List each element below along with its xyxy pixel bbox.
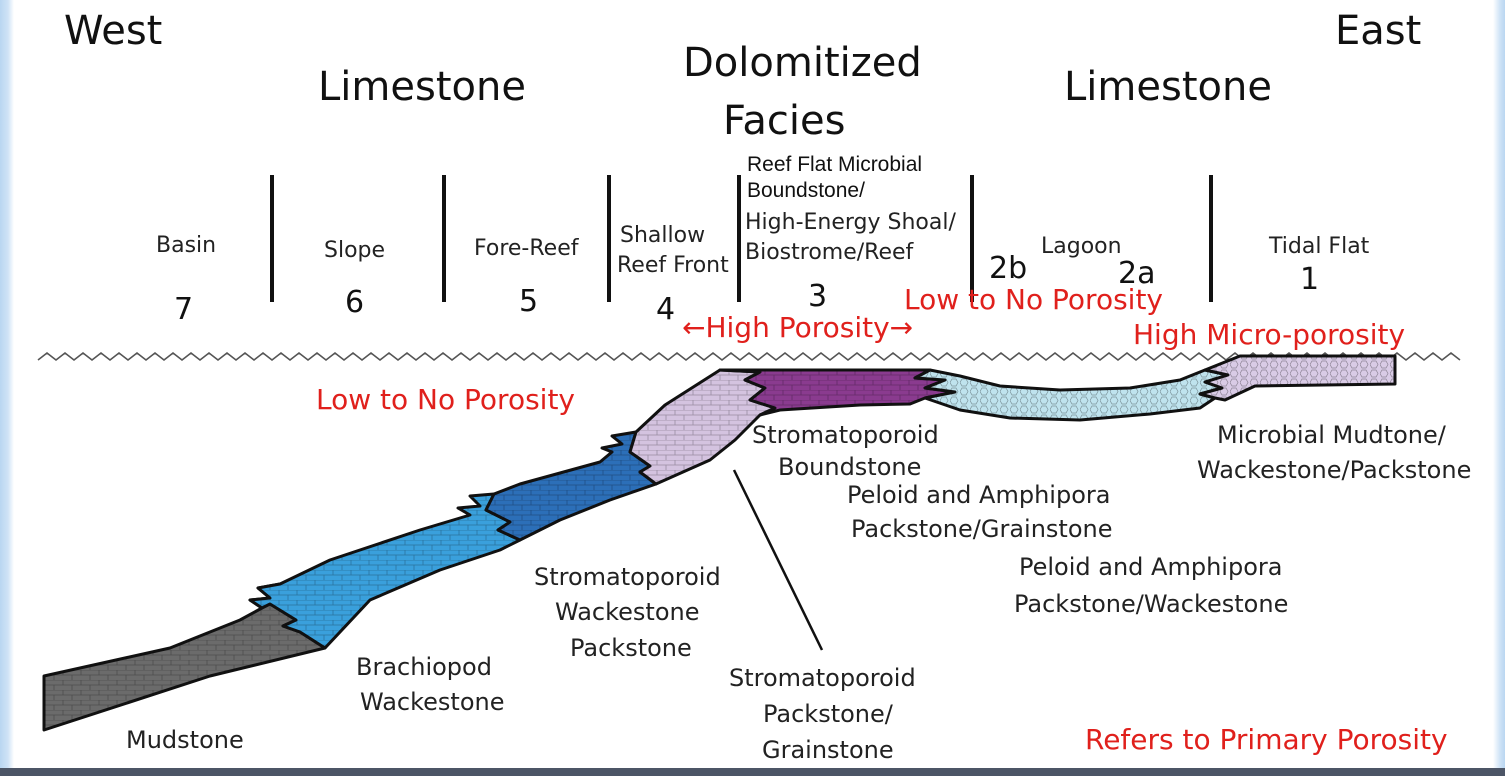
zone-reef-flat-number: 3 — [808, 281, 827, 313]
strom-boundstone-label-line2: Boundstone — [778, 455, 921, 481]
low-porosity-right-label: Low to No Porosity — [904, 285, 1163, 315]
dolomitized-header-line1: Dolomitized — [683, 42, 922, 85]
limestone-right-header: Limestone — [1064, 66, 1272, 109]
peloid-grainstone-label-line1: Peloid and Amphipora — [847, 483, 1110, 509]
zone-tidal-flat-number: 1 — [1300, 264, 1319, 296]
mudstone-label: Mudstone — [126, 728, 244, 754]
zone-basin-label: Basin — [156, 234, 216, 258]
zone-shallow-label-line1: Shallow — [620, 224, 705, 248]
strom-packstone-pointer-line — [734, 470, 822, 650]
brachiopod-label-line1: Brachiopod — [356, 655, 492, 681]
strom-wackestone-label-line2: Wackestone — [555, 600, 699, 626]
peloid-wackestone-label-line2: Packstone/Wackestone — [1014, 592, 1288, 618]
microbial-label-line2: Wackestone/Packstone — [1197, 458, 1471, 484]
dolomitized-header-line2: Facies — [723, 100, 845, 143]
east-label: East — [1335, 10, 1421, 53]
brachiopod-label-line2: Wackestone — [360, 690, 504, 716]
zone-fore-reef-number: 5 — [519, 286, 538, 318]
strom-wackestone-label-line1: Stromatoporoid — [534, 565, 721, 591]
zone-shallow-number: 4 — [656, 294, 675, 326]
microbial-label-line1: Microbial Mudtone/ — [1217, 423, 1446, 449]
strom-boundstone-label-line1: Stromatoporoid — [752, 423, 939, 449]
zone-tidal-flat-label: Tidal Flat — [1269, 235, 1369, 259]
zone-slope-label: Slope — [324, 239, 385, 263]
bottom-bar — [0, 768, 1505, 776]
high-porosity-label: ←High Porosity→ — [682, 313, 913, 343]
zone-lagoon-number-2b: 2b — [989, 253, 1027, 285]
primary-porosity-footnote: Refers to Primary Porosity — [1085, 725, 1448, 755]
strom-packstone-label-line2: Packstone/ — [763, 702, 893, 728]
peloid-wackestone-label-line1: Peloid and Amphipora — [1019, 555, 1282, 581]
zone-slope-number: 6 — [345, 287, 364, 319]
west-label: West — [64, 10, 162, 53]
zone-fore-reef-label: Fore-Reef — [474, 237, 578, 261]
strom-packstone-label-line3: Grainstone — [762, 738, 894, 764]
zone-reef-flat-line3: High-Energy Shoal/ — [745, 211, 956, 235]
zone-reef-flat-line1: Reef Flat Microbial — [747, 154, 922, 177]
zone-basin-number: 7 — [174, 294, 193, 326]
limestone-left-header: Limestone — [318, 66, 526, 109]
zone-lagoon-label: Lagoon — [1041, 235, 1122, 259]
peloid-grainstone-label-line2: Packstone/Grainstone — [851, 517, 1112, 543]
zone-shallow-label-line2: Reef Front — [617, 254, 729, 278]
high-micro-porosity-label: High Micro-porosity — [1133, 320, 1405, 350]
strom-packstone-label-line1: Stromatoporoid — [729, 666, 916, 692]
zone-reef-flat-line4: Biostrome/Reef — [745, 241, 913, 265]
low-porosity-left-label: Low to No Porosity — [316, 385, 575, 415]
strom-wackestone-label-line3: Packstone — [570, 636, 692, 662]
zone-reef-flat-line2: Boundstone/ — [747, 180, 865, 203]
